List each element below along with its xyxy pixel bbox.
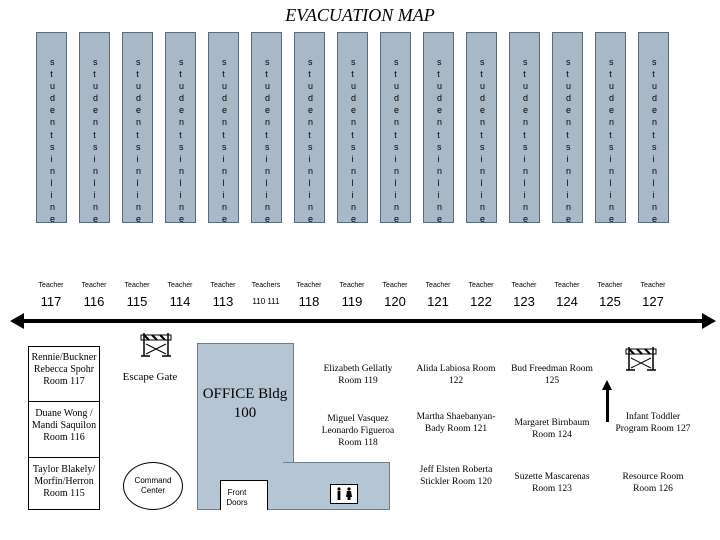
student-lane: students in line (380, 32, 411, 225)
command-center: Command Center (123, 462, 183, 510)
student-lane: students in line (423, 32, 454, 225)
room-number: 120 (384, 294, 406, 309)
student-lane: students in line (337, 32, 368, 225)
student-lane: students in line (509, 32, 540, 225)
teacher-label: Teacher (167, 282, 193, 289)
teacher-label: Teacher (468, 282, 494, 289)
student-lane: students in line (466, 32, 497, 225)
lane-text: students in line (394, 57, 400, 225)
room-label: Bud Freedman Room 125 (511, 364, 593, 386)
student-lane: students in line (165, 32, 196, 225)
barricade-icon (140, 333, 172, 357)
teacher-label: Teacher (339, 282, 365, 289)
student-lane: students in line (208, 32, 239, 225)
left-rooms-block: Rennie/Buckner Rebecca Spohr Room 117 Du… (28, 346, 100, 510)
teacher-label: Teacher (382, 282, 408, 289)
escape-gate-label: Escape Gate (122, 371, 178, 383)
room-number: 114 (169, 294, 191, 309)
lane-text: students in line (351, 57, 357, 225)
room-number: 122 (470, 294, 492, 309)
lane-text: students in line (609, 57, 615, 225)
room-label: Resource Room Room 126 (622, 472, 684, 494)
lane-text: students in line (136, 57, 142, 225)
route-arrow-left-icon (10, 313, 24, 329)
lane-text: students in line (566, 57, 572, 225)
lane-text: students in line (50, 57, 56, 225)
room-number: 124 (556, 294, 578, 309)
student-lane: students in line (552, 32, 583, 225)
room-label: Rennie/Buckner Rebecca Spohr Room 117 (31, 352, 97, 387)
divider (29, 401, 99, 402)
teacher-label: Teacher (296, 282, 322, 289)
teacher-label: Teacher (554, 282, 580, 289)
room-label: Miguel Vasquez Leonardo Figueroa Room 11… (321, 414, 395, 448)
lane-text: students in line (179, 57, 185, 225)
room-label: Jeff Elsten Roberta Stickler Room 120 (419, 465, 493, 487)
teacher-label: Teacher (511, 282, 537, 289)
lane-text: students in line (265, 57, 271, 225)
teacher-label: Teacher (597, 282, 623, 289)
restroom-icon (330, 484, 358, 504)
divider (29, 457, 99, 458)
student-lane: students in line (294, 32, 325, 225)
room-label: Alida Labiosa Room 122 (416, 364, 496, 386)
evacuation-route (22, 319, 704, 323)
student-lane: students in line (595, 32, 626, 225)
command-center-label: Command Center (134, 476, 172, 495)
student-lane: students in line (251, 32, 282, 225)
teacher-label: Teachers (251, 282, 281, 289)
teacher-label: Teacher (210, 282, 236, 289)
teacher-label: Teacher (425, 282, 451, 289)
route-arrow-up-icon (602, 380, 612, 390)
room-number: 121 (427, 294, 449, 309)
room-number: 118 (298, 294, 320, 309)
lane-text: students in line (480, 57, 486, 225)
room-number: 116 (83, 294, 105, 309)
room-number: 125 (599, 294, 621, 309)
route-arrow-right-icon (702, 313, 716, 329)
map-title: EVACUATION MAP (285, 5, 435, 25)
room-number: 117 (40, 294, 62, 309)
front-doors-label: Front Doors (226, 488, 248, 507)
lane-text: students in line (437, 57, 443, 225)
lane-text: students in line (222, 57, 228, 225)
office-label: OFFICE Bldg 100 (202, 386, 288, 421)
teacher-label: Teacher (124, 282, 150, 289)
lane-text: students in line (523, 57, 529, 225)
room-number: 123 (513, 294, 535, 309)
room-number: 110 111 (252, 297, 280, 306)
exit-route (606, 390, 609, 422)
student-lane: students in line (122, 32, 153, 225)
lane-text: students in line (652, 57, 658, 225)
room-number: 127 (642, 294, 664, 309)
room-label: Margaret Birnbaum Room 124 (514, 418, 590, 440)
room-number: 115 (126, 294, 148, 309)
room-number: 113 (212, 294, 234, 309)
room-label: Martha Shaebanyan-Bady Room 121 (416, 412, 496, 434)
room-label: Taylor Blakely/ Morfin/Herron Room 115 (32, 464, 96, 499)
front-doors-area (220, 480, 268, 510)
room-label: Suzette Mascarenas Room 123 (514, 472, 590, 494)
teacher-label: Teacher (38, 282, 64, 289)
student-lane: students in line (79, 32, 110, 225)
barricade-icon (625, 347, 657, 371)
room-label: Elizabeth Gellatly Room 119 (323, 364, 393, 386)
student-lane: students in line (36, 32, 67, 225)
room-label: Duane Wong / Mandi Saquilon Room 116 (31, 408, 97, 443)
room-number: 119 (341, 294, 363, 309)
lane-text: students in line (308, 57, 314, 225)
teacher-label: Teacher (81, 282, 107, 289)
lane-text: students in line (93, 57, 99, 225)
student-lane: students in line (638, 32, 669, 225)
teacher-label: Teacher (640, 282, 666, 289)
room-label: Infant Toddler Program Room 127 (615, 412, 691, 434)
